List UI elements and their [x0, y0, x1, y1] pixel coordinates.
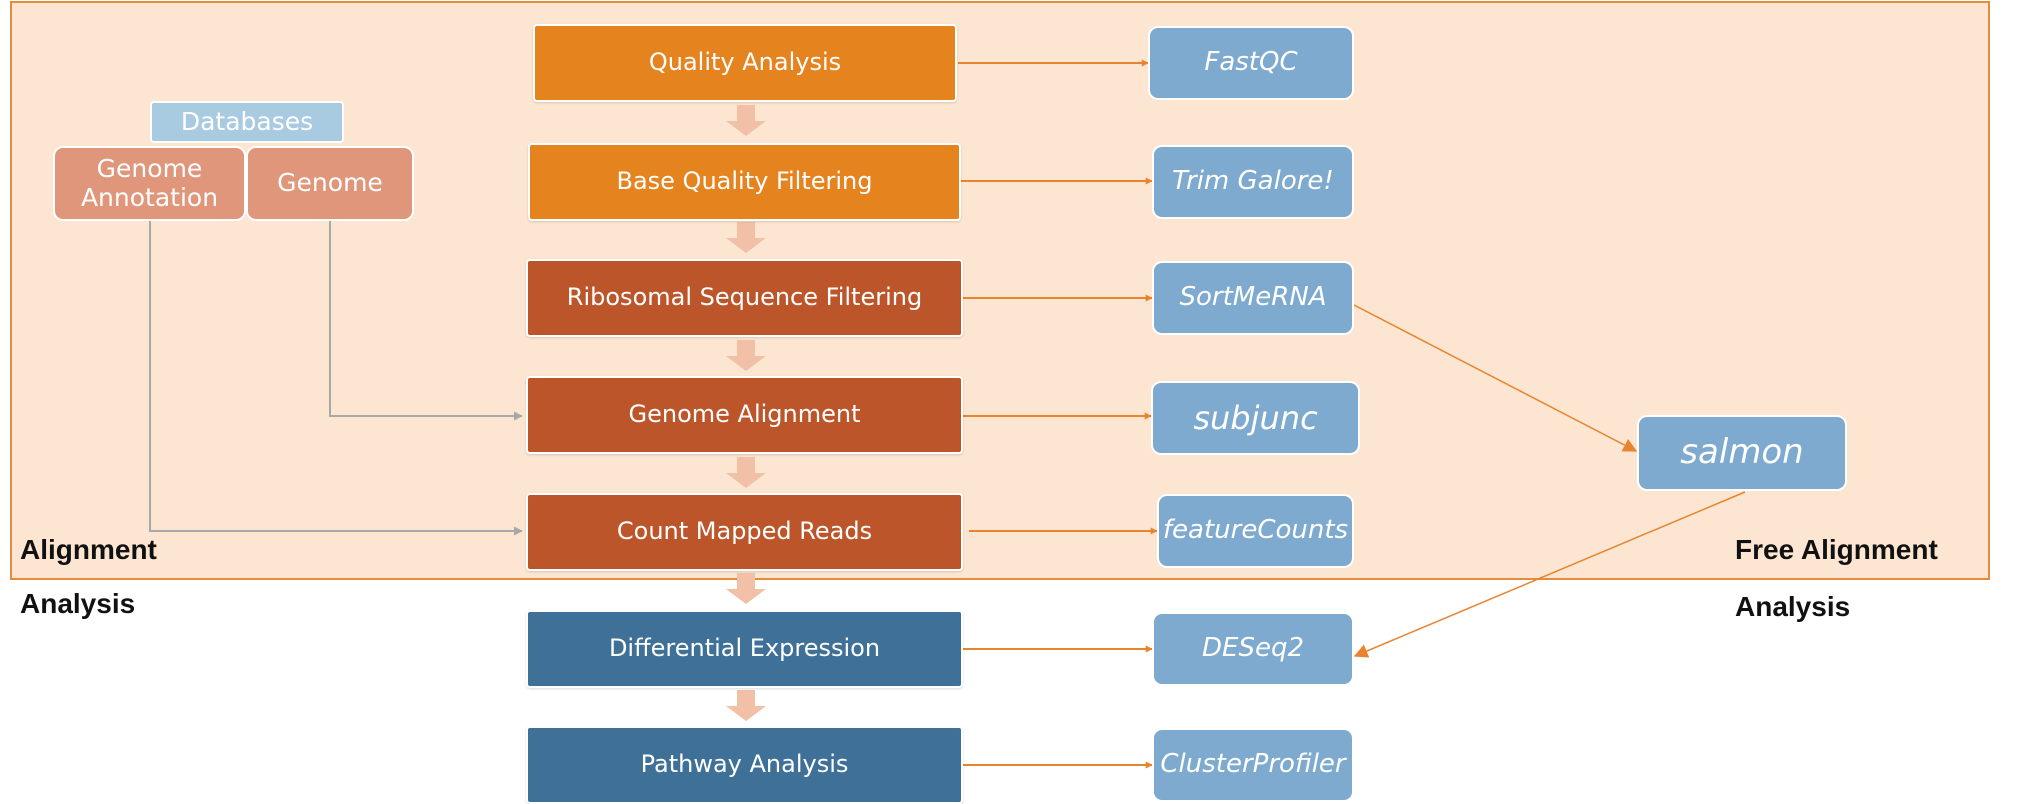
genome-annotation-box: Genome Annotation: [53, 146, 246, 221]
tool-featurecounts: featureCounts: [1157, 494, 1354, 568]
connector-salmon-to-deseq2: [1353, 491, 1746, 658]
flow-arrow-4: [726, 457, 766, 488]
step-genome-alignment: Genome Alignment: [526, 376, 963, 454]
alignment-analysis-label-line2: Analysis: [20, 588, 136, 619]
tool-trim-galore: Trim Galore!: [1152, 145, 1354, 219]
tool-deseq2: DESeq2: [1152, 612, 1354, 686]
tool-fastqc: FastQC: [1148, 26, 1354, 100]
free-alignment-label-line2: Analysis: [1735, 591, 1851, 622]
step-base-quality-filtering: Base Quality Filtering: [528, 143, 961, 221]
genome-box: Genome: [246, 146, 414, 221]
step-quality-analysis: Quality Analysis: [533, 24, 957, 102]
connector-sortmerna-to-salmon: [1353, 304, 1638, 452]
tool-clusterprofiler: ClusterProfiler: [1152, 728, 1354, 802]
flow-arrow-6: [726, 690, 766, 721]
free-alignment-label-line1: Free Alignment: [1735, 534, 1938, 565]
connector-annotation-to-count: [149, 220, 523, 536]
alignment-analysis-label-line1: Alignment: [20, 534, 157, 565]
tool-sortmerna: SortMeRNA: [1152, 261, 1354, 335]
flow-arrow-5: [726, 573, 766, 604]
step-differential-expression: Differential Expression: [526, 610, 963, 688]
flow-arrow-1: [726, 105, 766, 136]
databases-header: Databases: [150, 101, 344, 143]
step-ribosomal-sequence-filtering: Ribosomal Sequence Filtering: [526, 259, 963, 337]
tool-subjunc: subjunc: [1151, 381, 1360, 455]
flow-arrow-2: [726, 222, 766, 253]
flow-arrow-3: [726, 340, 766, 371]
step-pathway-analysis: Pathway Analysis: [526, 726, 963, 804]
tool-salmon: salmon: [1637, 415, 1847, 491]
connector-genome-to-alignment: [329, 220, 523, 421]
step-count-mapped-reads: Count Mapped Reads: [526, 493, 963, 571]
